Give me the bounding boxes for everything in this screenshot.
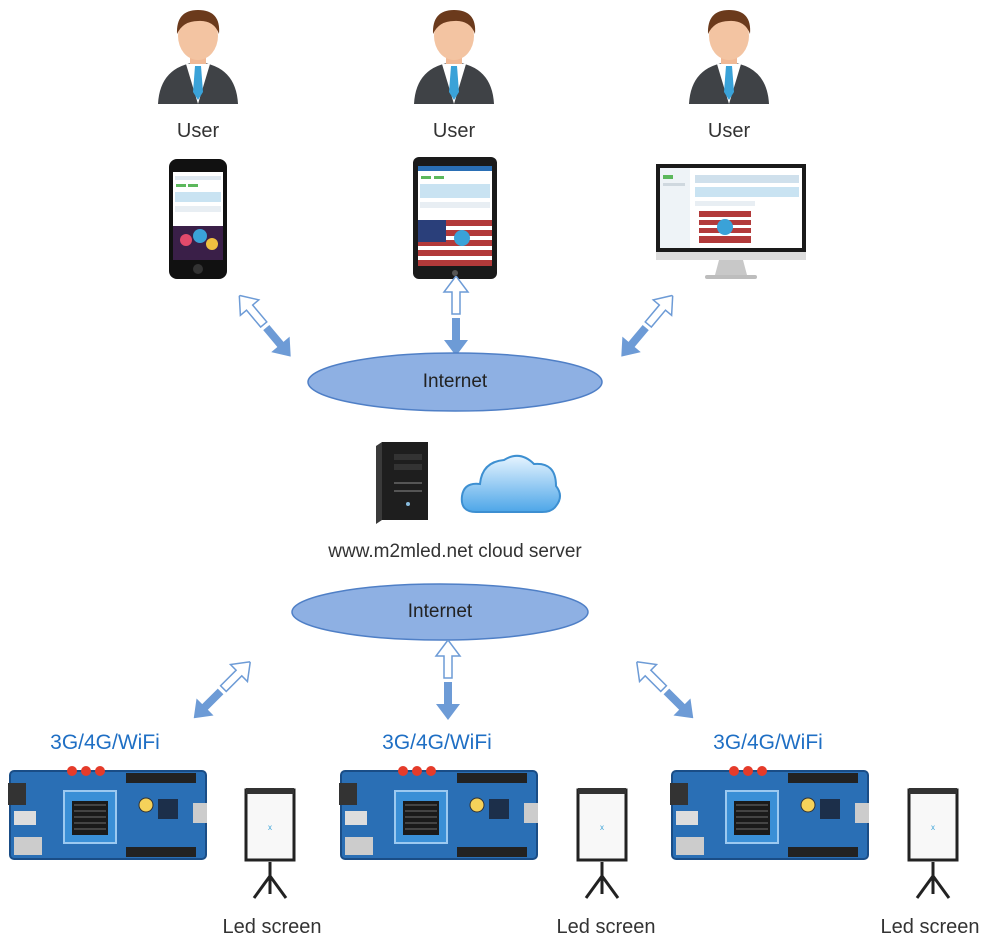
led-screen-icon xyxy=(240,782,300,902)
internet-label: Internet xyxy=(422,371,488,392)
internet-cloud-bottom: Internet xyxy=(290,582,590,642)
user-label-1: User xyxy=(176,120,220,142)
screen-label-1: Led screen xyxy=(222,916,322,938)
user-avatar-icon xyxy=(404,4,504,104)
internet-cloud-top: Internet xyxy=(306,351,604,413)
tablet-icon xyxy=(412,156,498,280)
connection-label-1: 3G/4G/WiFi xyxy=(50,731,160,754)
bidirectional-arrow-icon xyxy=(183,651,261,729)
server-tower-icon xyxy=(372,438,434,524)
bidirectional-arrow-icon xyxy=(441,276,471,356)
monitor-icon xyxy=(655,163,807,281)
led-screen-icon xyxy=(903,782,963,902)
user-avatar-icon xyxy=(148,4,248,104)
smartphone-icon xyxy=(168,158,228,280)
bidirectional-arrow-icon xyxy=(626,651,704,729)
user-3 xyxy=(679,4,779,104)
user-1 xyxy=(148,4,248,104)
connection-label-2: 3G/4G/WiFi xyxy=(382,731,492,754)
screen-label-3: Led screen xyxy=(880,916,980,938)
user-label-2: User xyxy=(432,120,476,142)
controller-board-icon xyxy=(670,765,870,865)
controller-board-icon xyxy=(339,765,539,865)
bidirectional-arrow-icon xyxy=(228,286,302,367)
controller-board-icon xyxy=(8,765,208,865)
server-label: www.m2mled.net cloud server xyxy=(328,541,582,562)
bidirectional-arrow-icon xyxy=(433,640,463,720)
screen-label-2: Led screen xyxy=(556,916,656,938)
internet-label: Internet xyxy=(407,601,473,622)
led-screen-icon xyxy=(572,782,632,902)
user-avatar-icon xyxy=(679,4,779,104)
cloud-icon xyxy=(458,446,564,518)
user-label-3: User xyxy=(707,120,751,142)
user-2 xyxy=(404,4,504,104)
bidirectional-arrow-icon xyxy=(610,286,684,367)
connection-label-3: 3G/4G/WiFi xyxy=(713,731,823,754)
